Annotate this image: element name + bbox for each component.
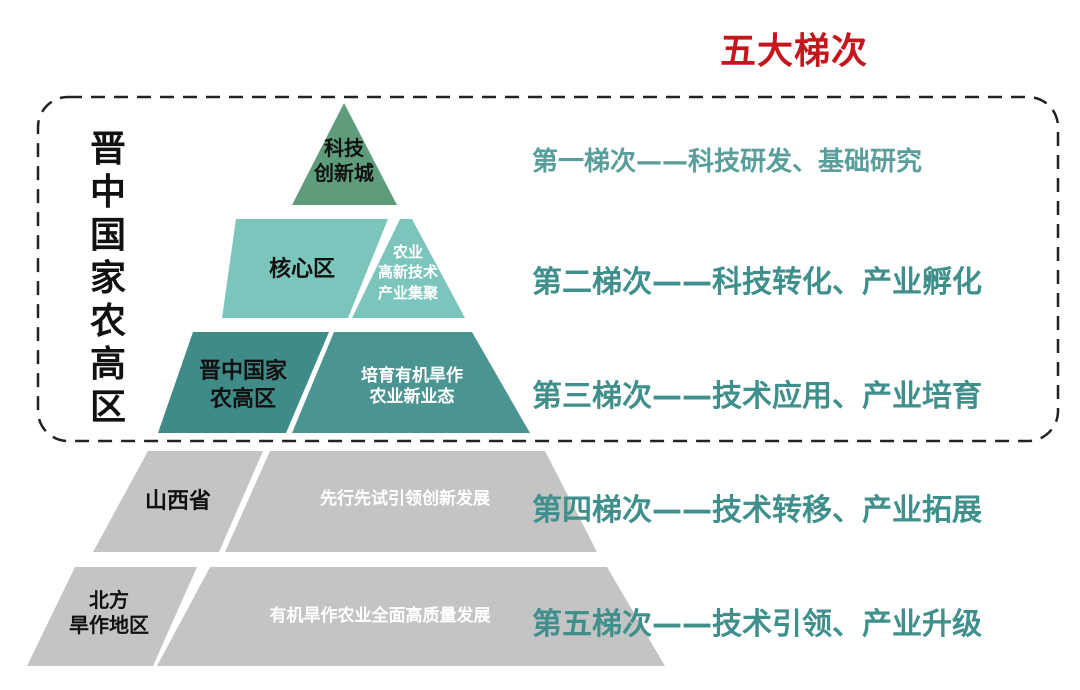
region-char: 国 — [89, 215, 126, 256]
province-right-label: 先行先试引领创新发展 — [320, 489, 490, 509]
region-char: 农 — [89, 301, 126, 342]
apex-triangle — [292, 103, 397, 205]
north-right-segment — [157, 567, 665, 666]
tier-3-text: 第三梯次——技术应用、产业培育 — [532, 379, 982, 414]
zone-left-label: 晋中国家 农高区 — [198, 359, 287, 412]
zone-right-label: 培育有机旱作 农业新业态 — [361, 366, 463, 408]
north-right-label: 有机旱作农业全面高质量发展 — [269, 606, 491, 626]
north-left-label: 北方 旱作地区 — [69, 588, 149, 637]
zone-left-segment — [158, 332, 329, 433]
province-left-segment — [93, 451, 263, 552]
north-left-segment — [27, 567, 197, 666]
core-left-segment — [222, 219, 388, 318]
tier-4-text: 第四梯次——技术转移、产业拓展 — [532, 493, 982, 528]
region-vertical-label: 晋 中 国 家 农 高 区 — [78, 128, 138, 429]
core-left-label: 核心区 — [268, 257, 335, 282]
region-char: 高 — [89, 344, 126, 385]
province-left-label: 山西省 — [144, 489, 211, 514]
province-right-segment — [225, 451, 597, 552]
region-char: 区 — [89, 387, 126, 428]
core-right-label: 农业 高新技术 产业集聚 — [377, 243, 438, 302]
tier-2-text: 第二梯次——科技转化、产业孵化 — [532, 265, 982, 300]
tier-1-text: 第一梯次——科技研发、基础研究 — [532, 147, 923, 177]
zone-right-segment — [292, 332, 530, 433]
region-char: 家 — [89, 258, 126, 299]
region-dashed-boundary — [36, 95, 1060, 443]
tier-5-text: 第五梯次——技术引领、产业升级 — [532, 607, 982, 642]
apex-label: 科技 创新城 — [314, 136, 374, 185]
region-char: 中 — [89, 172, 126, 213]
region-char: 晋 — [89, 129, 126, 170]
core-right-segment — [352, 219, 465, 318]
diagram-title: 五大梯次 — [720, 31, 869, 72]
